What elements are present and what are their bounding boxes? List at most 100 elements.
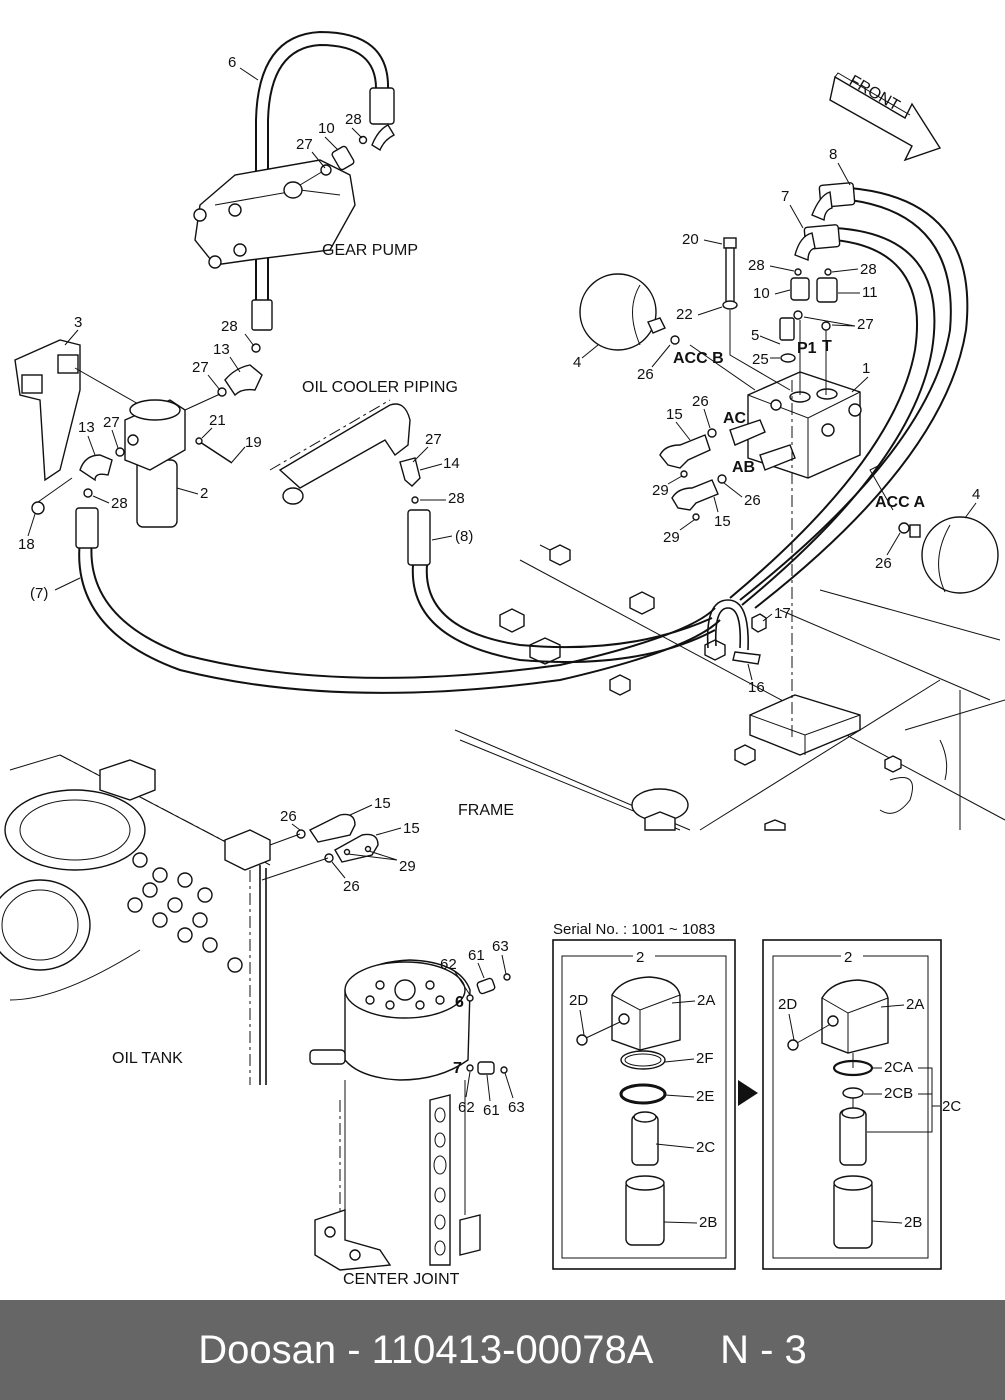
port-t: T (822, 338, 832, 355)
inset-old-part: 2B (699, 1214, 717, 1231)
callout: 61 (468, 947, 485, 964)
callout: 15 (666, 406, 683, 423)
callout: 4 (972, 486, 980, 503)
valve-block (579, 237, 999, 740)
callout: 10 (753, 285, 770, 302)
callout: 13 (78, 419, 95, 436)
callout: 27 (296, 136, 313, 153)
callout: 16 (748, 679, 765, 696)
port-ab: AB (732, 459, 755, 476)
inset-new: 2 2D 2A 2CA 2CB 2C 2B (762, 939, 961, 1270)
callout: 63 (492, 938, 509, 955)
callout: 1 (862, 360, 870, 377)
inset-old-part: 2E (696, 1088, 714, 1105)
callout: 29 (663, 529, 680, 546)
callout: 2 (200, 485, 208, 502)
callout: 27 (425, 431, 442, 448)
center-joint-caption: CENTER JOINT (343, 1271, 460, 1288)
gear-pump: GEAR PUMP (193, 124, 418, 269)
callout: 19 (245, 434, 262, 451)
cj-port-6-label: 6 (455, 994, 464, 1011)
callout: 15 (403, 820, 420, 837)
callouts: 6 10 28 27 3 28 13 27 21 19 13 27 2 28 1… (18, 54, 980, 1119)
callout: 61 (483, 1102, 500, 1119)
port-acc-b: ACC B (673, 350, 724, 367)
callout: 6 (228, 54, 236, 71)
hoses (75, 30, 969, 694)
inset-new-part: 2C (942, 1098, 961, 1115)
callout: 26 (875, 555, 892, 572)
callout: 27 (103, 414, 120, 431)
frame-caption: FRAME (458, 802, 514, 819)
callout: 25 (752, 351, 769, 368)
callout: 3 (74, 314, 82, 331)
callout: 28 (221, 318, 238, 335)
callout: 10 (318, 120, 335, 137)
callout: 28 (345, 111, 362, 128)
serial-change-inset: Serial No. : 1001 ~ 1083 2 2D 2A 2F (552, 921, 961, 1270)
inset-new-part: 2CB (884, 1085, 913, 1102)
footer-page: N - 3 (720, 1327, 807, 1372)
port-labels: ACC B ACC A AC AB P1 T (673, 338, 926, 511)
callout: 27 (857, 316, 874, 333)
inset-new-part: 2A (906, 996, 924, 1013)
change-arrow-icon (738, 1080, 758, 1106)
callout: (7) (30, 585, 48, 602)
gear-pump-caption: GEAR PUMP (322, 242, 418, 259)
serial-note: Serial No. : 1001 ~ 1083 (553, 921, 715, 938)
callout: 63 (508, 1099, 525, 1116)
port-ac: AC (723, 410, 747, 427)
callout: 17 (774, 605, 791, 622)
callout: 27 (192, 359, 209, 376)
callout: 29 (399, 858, 416, 875)
oil-cooler-pipe: OIL COOLER PIPING (269, 379, 458, 505)
inset-old-part: 2C (696, 1139, 715, 1156)
cj-port-7-label: 7 (453, 1060, 462, 1077)
line-filter (14, 339, 263, 528)
inset-old-part: 2D (569, 992, 588, 1009)
port-acc-a: ACC A (875, 494, 926, 511)
inset-new-part: 2CA (884, 1059, 913, 1076)
center-joint: 6 7 CENTER JOINT (309, 959, 511, 1288)
frame-structure (454, 544, 1005, 831)
callout: 26 (637, 366, 654, 383)
callout: 20 (682, 231, 699, 248)
front-arrow: FRONT (829, 72, 942, 162)
oil-tank-caption: OIL TANK (112, 1050, 183, 1067)
inset-old-group-label: 2 (636, 949, 644, 966)
inset-new-part: 2B (904, 1214, 922, 1231)
footer-brand: Doosan (198, 1327, 337, 1372)
callout: 5 (751, 327, 759, 344)
callout: 11 (862, 284, 878, 301)
footer-gap (653, 1328, 720, 1373)
footer-part-number: 110413-00078A (371, 1327, 654, 1372)
footer-bar: Doosan - 110413-00078A N - 3 (0, 1300, 1005, 1400)
callout: (8) (455, 528, 473, 545)
inset-old-part: 2A (697, 992, 715, 1009)
callout: 62 (440, 956, 457, 973)
callout: 18 (18, 536, 35, 553)
callout: 15 (374, 795, 391, 812)
callout: 4 (573, 354, 581, 371)
callout: 21 (209, 412, 226, 429)
inset-old: 2 2D 2A 2F 2E 2C 2B (552, 939, 736, 1270)
callout: 26 (744, 492, 761, 509)
footer-separator: - (336, 1327, 372, 1372)
callout: 15 (714, 513, 731, 530)
callout: 28 (748, 257, 765, 274)
oil-cooler-piping-caption: OIL COOLER PIPING (302, 379, 458, 396)
inset-new-group-label: 2 (844, 949, 852, 966)
callout: 26 (343, 878, 360, 895)
callout: 14 (443, 455, 460, 472)
callout: 7 (781, 188, 789, 205)
callout: 26 (692, 393, 709, 410)
callout: 62 (458, 1099, 475, 1116)
callout: 28 (111, 495, 128, 512)
callout: 28 (860, 261, 877, 278)
tank-ports (127, 852, 243, 973)
parts-diagram: FRONT (0, 30, 1005, 1288)
callout: 8 (829, 146, 837, 163)
port-p1: P1 (797, 340, 817, 357)
inset-new-part: 2D (778, 996, 797, 1013)
callout: 13 (213, 341, 230, 358)
